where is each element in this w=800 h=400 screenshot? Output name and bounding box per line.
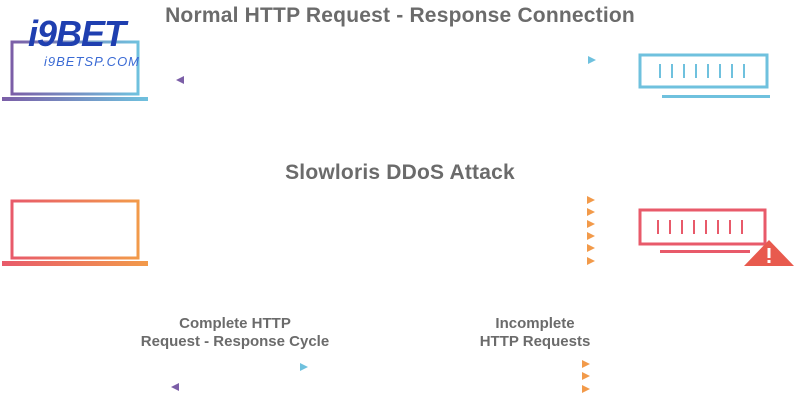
warning-icon bbox=[744, 240, 794, 266]
watermark-logo-text: i9BET bbox=[28, 13, 126, 54]
normal-connection-title: Normal HTTP Request - Response Connectio… bbox=[165, 4, 635, 27]
server-icon bbox=[638, 53, 770, 98]
legend-complete-line1: Complete HTTP bbox=[179, 315, 291, 332]
watermark-domain: i9BETSP.COM bbox=[44, 54, 141, 69]
watermark-logo: i9BET i9BETSP.COM bbox=[28, 12, 218, 74]
legend-incomplete-line2: HTTP Requests bbox=[479, 333, 591, 350]
legend-incomplete-arrows bbox=[468, 360, 590, 393]
legend-complete-label: Complete HTTP Request - Response Cycle bbox=[95, 315, 375, 351]
laptop-icon bbox=[2, 40, 148, 101]
legend-incomplete-line1: Incomplete bbox=[495, 315, 575, 332]
attacker-laptop-icon bbox=[2, 199, 148, 266]
incomplete-request-arrows bbox=[176, 196, 595, 265]
legend-complete-line2: Request - Response Cycle bbox=[140, 333, 330, 350]
legend-incomplete-label: Incomplete HTTP Requests bbox=[430, 315, 640, 351]
legend-complete-arrows bbox=[171, 363, 308, 391]
request-arrow bbox=[176, 56, 596, 64]
overloaded-server-icon bbox=[638, 208, 767, 253]
response-arrow bbox=[176, 76, 596, 84]
slowloris-attack-title: Slowloris DDoS Attack bbox=[285, 161, 515, 184]
